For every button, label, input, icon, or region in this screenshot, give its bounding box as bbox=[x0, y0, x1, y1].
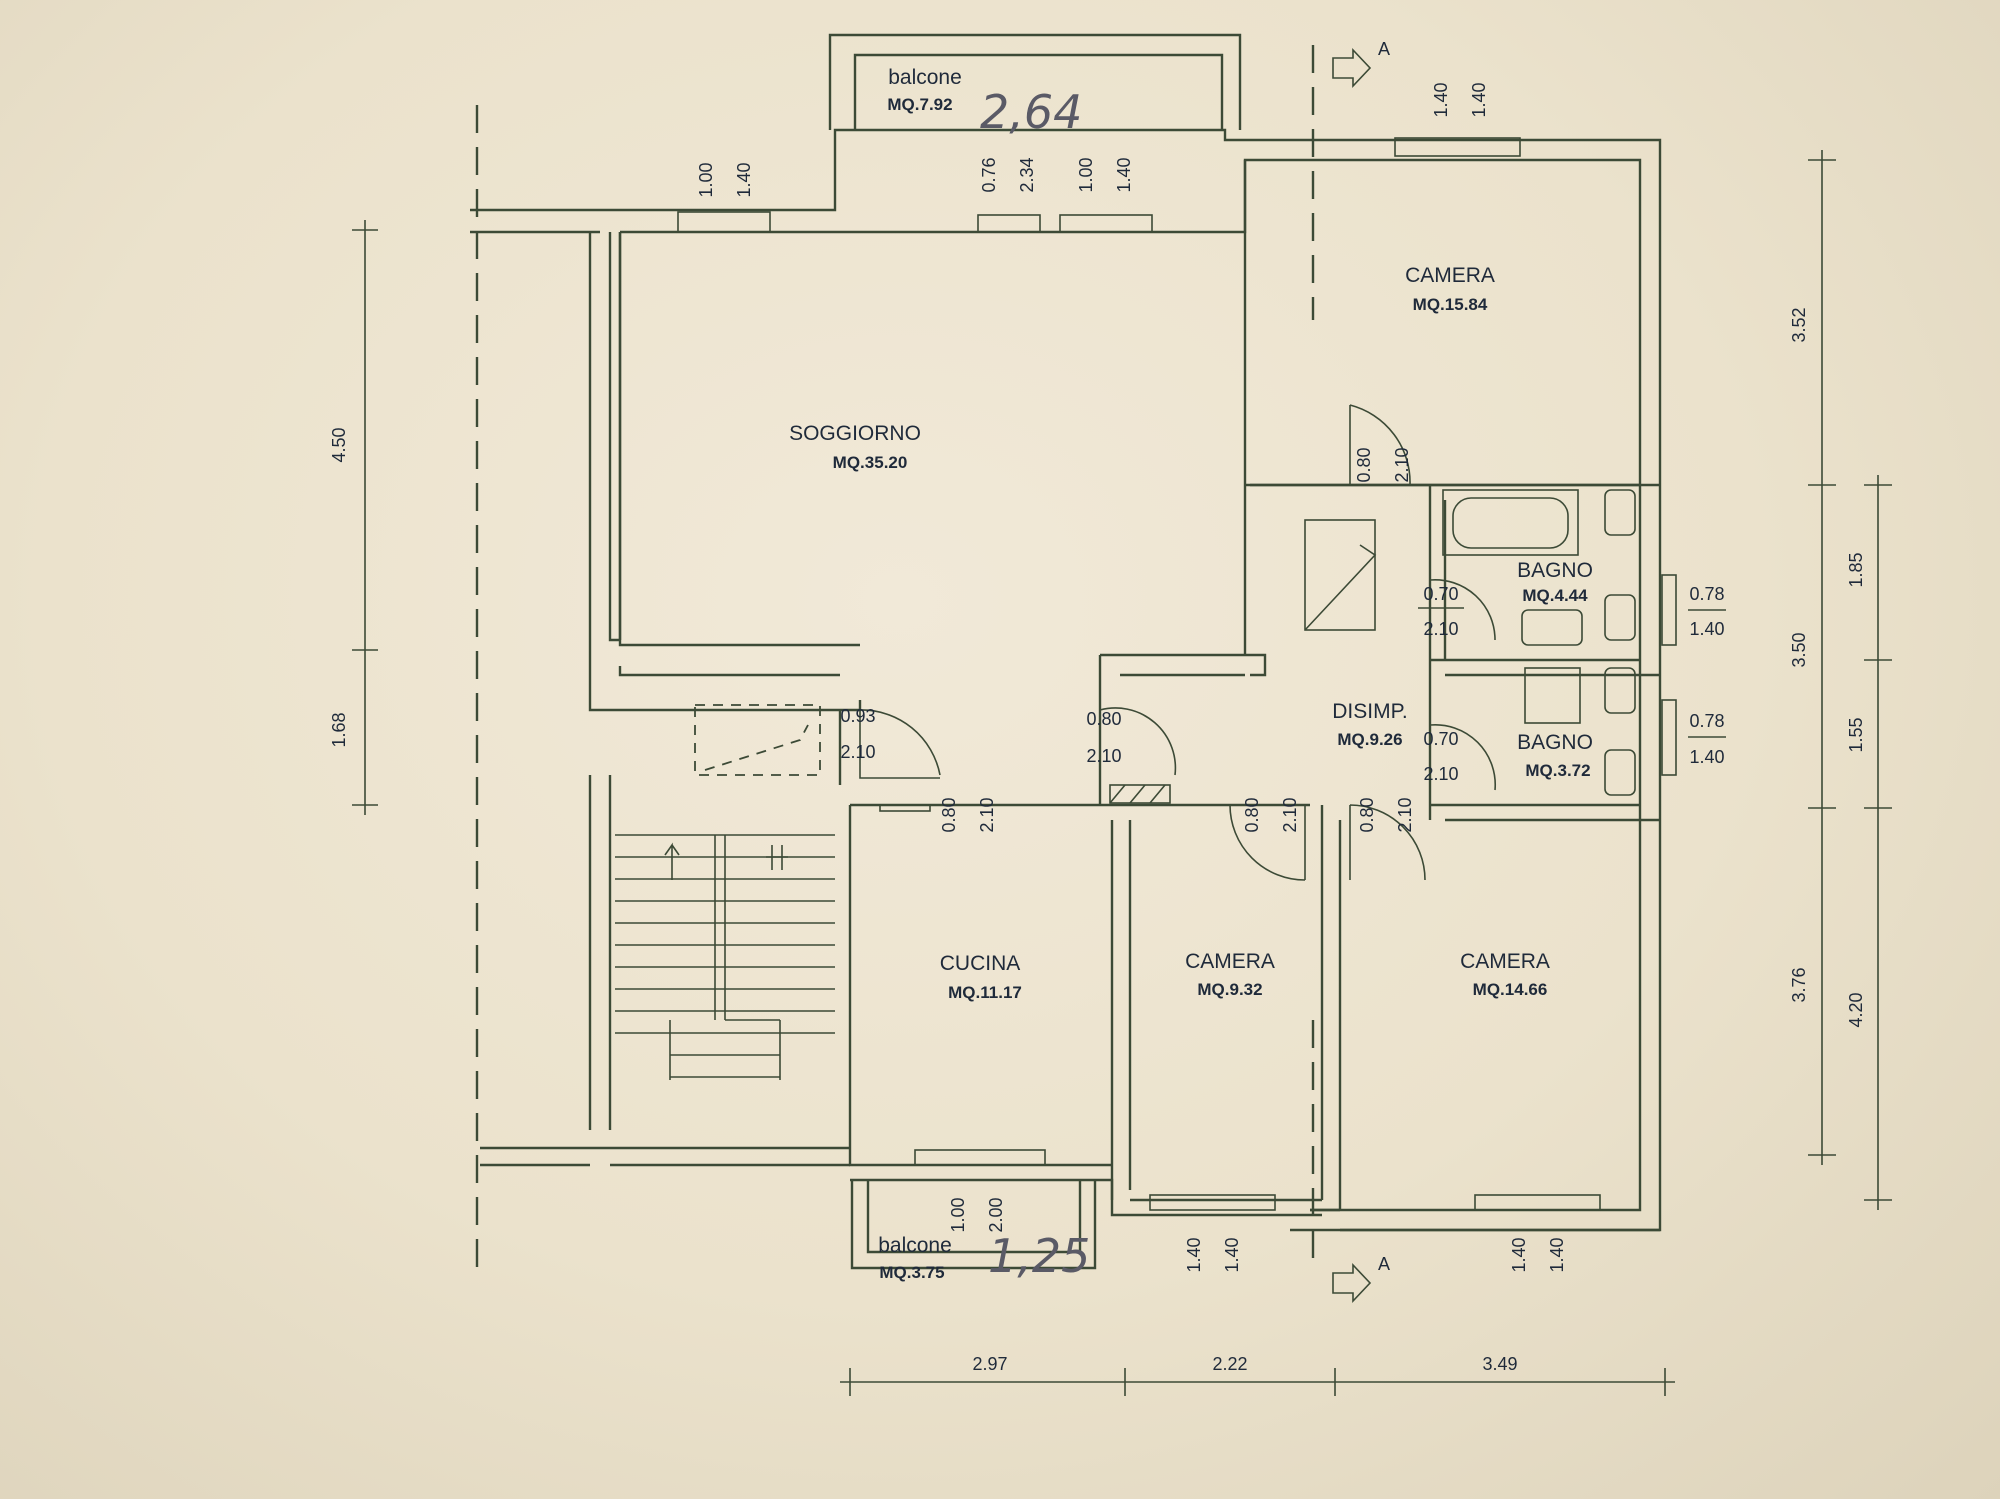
dimension-line-right-inner bbox=[1864, 475, 1892, 1210]
room-bagno-2-name: BAGNO bbox=[1517, 731, 1593, 754]
window-camera-small-width: 1.40 bbox=[1184, 1237, 1204, 1272]
dim-bottom-3: 3.49 bbox=[1482, 1354, 1517, 1374]
window-camera-small-height: 1.40 bbox=[1222, 1237, 1242, 1272]
door-bagno-1-height: 2.10 bbox=[1423, 619, 1458, 639]
door-soggiorno-width: 0.93 bbox=[840, 706, 875, 726]
balcone-top-name: balcone bbox=[888, 66, 962, 89]
windows bbox=[677, 137, 1677, 1211]
window-top-left-height: 1.40 bbox=[734, 162, 754, 197]
room-cucina-name: CUCINA bbox=[940, 952, 1021, 975]
living-room-walls bbox=[618, 160, 1660, 805]
window-camera-top-width: 1.40 bbox=[1431, 82, 1451, 117]
door-swings bbox=[859, 404, 1497, 881]
dim-bottom-2: 2.22 bbox=[1212, 1354, 1247, 1374]
door-camera-top-width: 0.80 bbox=[1354, 447, 1374, 482]
dim-right-inner-3: 4.20 bbox=[1846, 992, 1866, 1027]
balcone-bottom-name: balcone bbox=[878, 1234, 952, 1257]
room-bagno-1-area: MQ.4.44 bbox=[1522, 586, 1588, 605]
window-camera-right-width: 1.40 bbox=[1509, 1237, 1529, 1272]
door-camera-top-height: 2.10 bbox=[1392, 447, 1412, 482]
window-top-right-height: 1.40 bbox=[1114, 157, 1134, 192]
window-top-mid-height: 2.34 bbox=[1017, 157, 1037, 192]
window-balcone-bottom-height: 2.00 bbox=[986, 1197, 1006, 1232]
door-camera-small-width: 0.80 bbox=[1242, 797, 1262, 832]
window-bagno-1-width: 0.78 bbox=[1689, 584, 1724, 604]
dim-right-2: 3.50 bbox=[1789, 632, 1809, 667]
window-top-right-width: 1.00 bbox=[1076, 157, 1096, 192]
door-bagno-2-height: 2.10 bbox=[1423, 764, 1458, 784]
dashed-shaft bbox=[694, 704, 821, 776]
room-camera-small-area: MQ.9.32 bbox=[1197, 980, 1262, 999]
dim-bottom-1: 2.97 bbox=[972, 1354, 1007, 1374]
dim-right-1: 3.52 bbox=[1789, 307, 1809, 342]
dim-right-inner-2: 1.55 bbox=[1846, 717, 1866, 752]
window-camera-top-height: 1.40 bbox=[1469, 82, 1489, 117]
door-bagno-1-width: 0.70 bbox=[1423, 584, 1458, 604]
room-camera-right-name: CAMERA bbox=[1460, 950, 1550, 973]
dim-right-inner-1: 1.85 bbox=[1846, 552, 1866, 587]
dim-left-upper: 4.50 bbox=[329, 427, 349, 462]
window-top-mid-width: 0.76 bbox=[979, 157, 999, 192]
door-camera-right-height: 2.10 bbox=[1395, 797, 1415, 832]
section-arrow-top bbox=[1332, 47, 1372, 89]
door-camera-small-height: 2.10 bbox=[1280, 797, 1300, 832]
dimension-line-left bbox=[352, 220, 378, 815]
door-camera-right-width: 0.80 bbox=[1357, 797, 1377, 832]
section-arrow-bottom bbox=[1332, 1262, 1372, 1304]
window-camera-right-height: 1.40 bbox=[1547, 1237, 1567, 1272]
handwritten-note-bottom: 1,25 bbox=[988, 1229, 1090, 1283]
room-disimp-area: MQ.9.26 bbox=[1337, 730, 1402, 749]
section-label-bottom: A bbox=[1378, 1254, 1390, 1274]
door-bagno-2-width: 0.70 bbox=[1423, 729, 1458, 749]
handwritten-note-top: 2,64 bbox=[980, 85, 1082, 139]
room-camera-right-area: MQ.14.66 bbox=[1473, 980, 1548, 999]
room-disimp-name: DISIMP. bbox=[1332, 700, 1407, 723]
dimension-line-right-outer bbox=[1808, 150, 1836, 1165]
dimension-line-bottom bbox=[840, 1368, 1675, 1396]
dim-left-lower: 1.68 bbox=[329, 712, 349, 747]
room-bagno-1-name: BAGNO bbox=[1517, 559, 1593, 582]
dim-right-3: 3.76 bbox=[1789, 967, 1809, 1002]
door-cucina-width: 0.80 bbox=[1086, 709, 1121, 729]
balcone-top-area: MQ.7.92 bbox=[887, 95, 952, 114]
window-bagno-2-width: 0.78 bbox=[1689, 711, 1724, 731]
room-camera-top-area: MQ.15.84 bbox=[1413, 295, 1488, 314]
section-label-top: A bbox=[1378, 39, 1390, 59]
bathroom-fixtures bbox=[1304, 489, 1636, 796]
room-soggiorno-area: MQ.35.20 bbox=[833, 453, 908, 472]
window-top-left-width: 1.00 bbox=[696, 162, 716, 197]
balcony-bottom-outline bbox=[850, 1180, 1097, 1270]
window-bagno-2-height: 1.40 bbox=[1689, 747, 1724, 767]
door-kitchen-width: 0.80 bbox=[939, 797, 959, 832]
door-cucina-height: 2.10 bbox=[1086, 746, 1121, 766]
room-soggiorno-name: SOGGIORNO bbox=[789, 422, 921, 445]
room-cucina-area: MQ.11.17 bbox=[948, 983, 1022, 1002]
window-bagno-1-height: 1.40 bbox=[1689, 619, 1724, 639]
door-kitchen-height: 2.10 bbox=[977, 797, 997, 832]
balcony-top-outline bbox=[828, 33, 1242, 130]
bottom-wall-outer bbox=[850, 1178, 1660, 1232]
room-camera-small-name: CAMERA bbox=[1185, 950, 1275, 973]
bathroom-walls bbox=[1428, 658, 1660, 822]
room-bagno-2-area: MQ.3.72 bbox=[1525, 761, 1590, 780]
balcone-bottom-area: MQ.3.75 bbox=[879, 1263, 944, 1282]
window-balcone-bottom-width: 1.00 bbox=[948, 1197, 968, 1232]
staircase bbox=[615, 834, 835, 1080]
door-soggiorno-height: 2.10 bbox=[840, 742, 875, 762]
room-camera-top-name: CAMERA bbox=[1405, 264, 1495, 287]
